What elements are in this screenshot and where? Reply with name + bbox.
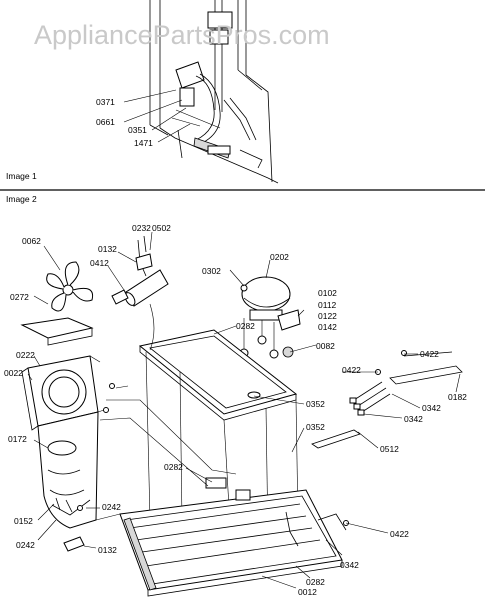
callout-0132b: 0132 xyxy=(98,545,117,555)
callout-0112: 0112 xyxy=(318,300,337,310)
callout-0152: 0152 xyxy=(14,516,33,526)
callout-0422c: 0422 xyxy=(390,529,409,539)
callout-0352a: 0352 xyxy=(306,399,325,409)
base-pan xyxy=(119,477,343,597)
watermark: AppliancePartsPros.com xyxy=(34,20,330,50)
drain-tube xyxy=(63,536,85,552)
compressor xyxy=(239,276,301,359)
callout-0342c: 0342 xyxy=(340,560,359,570)
drain-pan xyxy=(138,329,299,561)
wire-harness xyxy=(311,350,463,531)
callout-0022: 0022 xyxy=(4,368,23,378)
callout-0132a: 0132 xyxy=(98,244,117,254)
callout-0102: 0102 xyxy=(318,288,337,298)
callout-0342a: 0342 xyxy=(422,403,441,413)
callout-0222: 0222 xyxy=(16,350,35,360)
callout-0182: 0182 xyxy=(448,392,467,402)
callout-0342b: 0342 xyxy=(404,414,423,424)
callout-0422a: 0422 xyxy=(420,349,439,359)
callout-0502: 0502 xyxy=(152,223,171,233)
callout-0661: 0661 xyxy=(96,117,115,127)
fan-blade xyxy=(46,261,94,312)
fan-shroud-top xyxy=(20,317,94,339)
callout-1471: 1471 xyxy=(134,138,153,148)
callout-0272: 0272 xyxy=(10,292,29,302)
callout-0351: 0351 xyxy=(128,125,147,135)
callout-0062: 0062 xyxy=(22,236,41,246)
callout-0122: 0122 xyxy=(318,311,337,321)
fan-housing xyxy=(21,355,105,431)
image1-panel: 0371 0661 0351 1471 Image 1 xyxy=(6,0,279,184)
callout-0232: 0232 xyxy=(132,223,151,233)
callout-0371: 0371 xyxy=(96,97,115,107)
callout-0512: 0512 xyxy=(380,444,399,454)
heater-cylinder xyxy=(111,235,169,307)
image2-panel: 0062 0232 0502 0132 0412 0302 0202 0102 … xyxy=(4,223,467,597)
callout-0282a: 0282 xyxy=(236,321,255,331)
callout-0412: 0412 xyxy=(90,258,109,268)
callout-0242a: 0242 xyxy=(102,502,121,512)
image1-label: Image 1 xyxy=(6,171,37,181)
callout-0422b: 0422 xyxy=(342,365,361,375)
air-duct xyxy=(37,411,99,529)
callout-0242b: 0242 xyxy=(16,540,35,550)
callout-0202: 0202 xyxy=(270,252,289,262)
image2-label: Image 2 xyxy=(6,194,37,204)
callout-0142: 0142 xyxy=(318,322,337,332)
callout-0082: 0082 xyxy=(316,341,335,351)
callout-0302: 0302 xyxy=(202,266,221,276)
callout-0172: 0172 xyxy=(8,434,27,444)
callout-0012: 0012 xyxy=(298,587,317,597)
callout-0352b: 0352 xyxy=(306,422,325,432)
callout-0282c: 0282 xyxy=(306,577,325,587)
callout-0282b: 0282 xyxy=(164,462,183,472)
